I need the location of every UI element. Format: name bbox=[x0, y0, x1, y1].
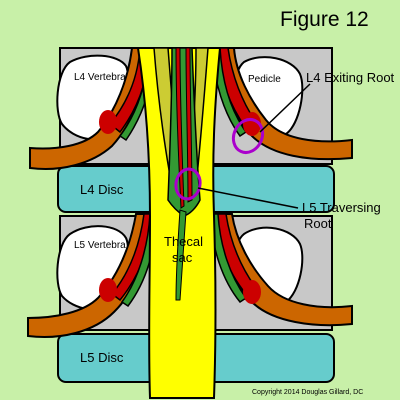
thecal-sac-label-line2: sac bbox=[172, 250, 193, 265]
l5-traversing-root-label-line1: L5 Traversing bbox=[302, 200, 381, 215]
l5-traversing-root-strand bbox=[175, 209, 187, 301]
l5-vertebra-label: L5 Vertebra bbox=[74, 240, 126, 251]
l4-exiting-root-label: L4 Exiting Root bbox=[306, 70, 395, 85]
copyright-text: Copyright 2014 Douglas Gillard, DC bbox=[252, 389, 363, 396]
l5-traversing-root-label-line2: Root bbox=[304, 216, 332, 231]
cauda-equina-red-strand bbox=[175, 47, 185, 209]
l4-right-ganglion bbox=[243, 112, 261, 136]
l4-exiting-root-highlight bbox=[231, 117, 265, 155]
l5-disc-label: L5 Disc bbox=[80, 350, 124, 365]
thecal-sac-label-line1: Thecal bbox=[164, 234, 203, 249]
l4-left-ganglion bbox=[99, 110, 117, 134]
l4-exiting-root-leader bbox=[259, 83, 311, 133]
l4-disc-label: L4 Disc bbox=[80, 182, 124, 197]
l5-left-root-group bbox=[27, 213, 157, 338]
l4-vertebra-label: L4 Vertebra bbox=[74, 72, 126, 83]
pedicle-label: Pedicle bbox=[248, 74, 281, 85]
l5-right-ganglion bbox=[243, 280, 261, 304]
l5-traversing-root-highlight bbox=[174, 167, 202, 201]
figure-title: Figure 12 bbox=[280, 8, 369, 31]
l5-left-ganglion bbox=[99, 278, 117, 302]
l5-traversing-root-leader bbox=[197, 187, 299, 209]
cauda-equina-red-strand-right bbox=[185, 47, 193, 203]
